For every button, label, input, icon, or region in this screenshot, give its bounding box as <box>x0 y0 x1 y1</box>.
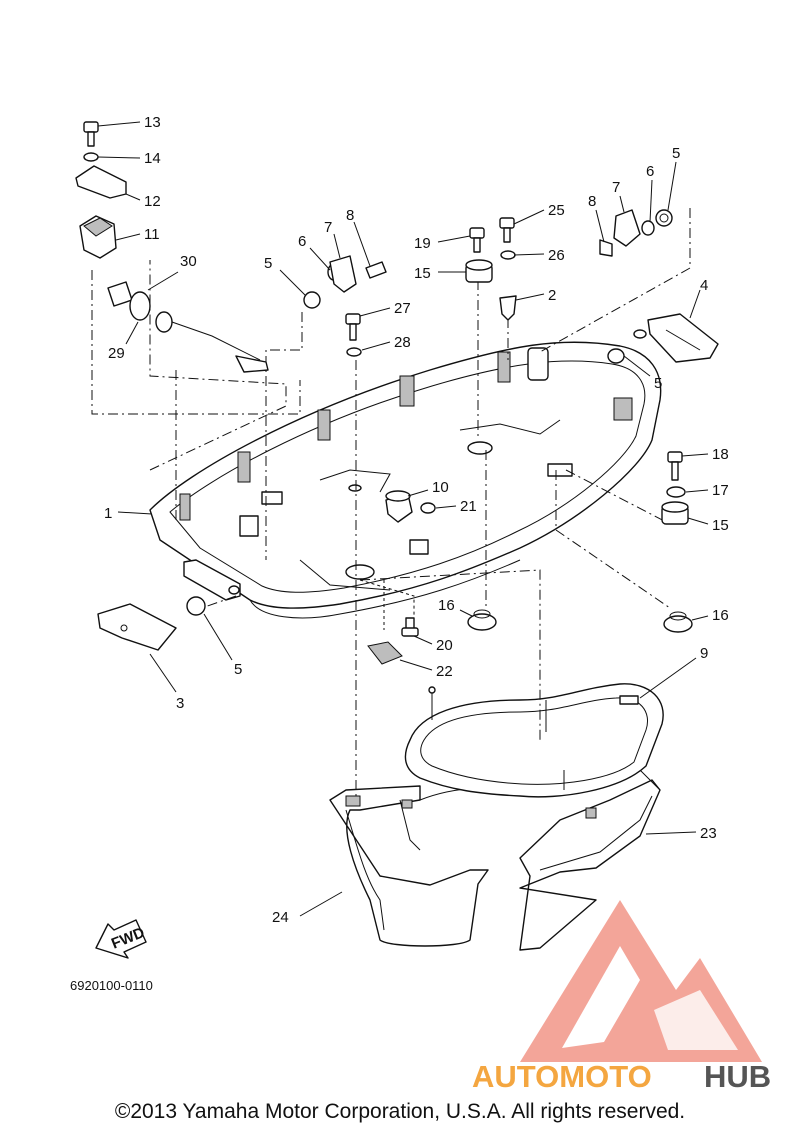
bolt-20 <box>401 617 419 637</box>
callout-6-right: 6 <box>646 163 654 180</box>
callout-10: 10 <box>432 479 449 496</box>
washer-17 <box>666 486 686 498</box>
callout-30: 30 <box>180 253 197 270</box>
collar-15-top <box>465 259 493 283</box>
callout-13: 13 <box>144 114 161 131</box>
callout-15-right: 15 <box>712 517 729 534</box>
bottom-cowling <box>149 341 662 619</box>
screw-assembly-30 <box>107 281 269 373</box>
bolt-27 <box>345 313 361 341</box>
callout-27: 27 <box>394 300 411 317</box>
washer-14 <box>83 152 99 162</box>
callout-21: 21 <box>460 498 477 515</box>
apron-lower <box>329 785 489 947</box>
callout-12: 12 <box>144 193 161 210</box>
fitting-2 <box>499 295 517 321</box>
leader-lines <box>97 121 709 917</box>
front-bracket <box>183 559 241 601</box>
seal-frame <box>404 683 664 798</box>
callout-15-top: 15 <box>414 265 431 282</box>
callout-5-topright: 5 <box>672 145 680 162</box>
drawing-code: 6920100-0110 <box>70 978 153 993</box>
washer-28 <box>346 347 362 357</box>
callout-26: 26 <box>548 247 565 264</box>
grommet-5-topright <box>655 209 673 227</box>
copyright-footer: ©2013 Yamaha Motor Corporation, U.S.A. A… <box>114 1100 686 1123</box>
watermark-text: AUTOMOTO HUB <box>472 1059 771 1094</box>
fwd-arrow-icon: FWD <box>95 919 147 959</box>
lever-4 <box>633 313 719 363</box>
callout-24: 24 <box>272 909 289 926</box>
callout-3: 3 <box>176 695 184 712</box>
washer-26 <box>500 250 516 260</box>
callout-8-right: 8 <box>588 193 596 210</box>
watermark-logo <box>520 900 762 1062</box>
callout-5-bottom: 5 <box>234 661 242 678</box>
callout-2: 2 <box>548 287 556 304</box>
callout-9: 9 <box>700 645 708 662</box>
callout-5-right: 5 <box>654 375 662 392</box>
callout-8-left: 8 <box>346 207 354 224</box>
callout-14: 14 <box>144 150 161 167</box>
callout-28: 28 <box>394 334 411 351</box>
grommet-16-left <box>467 609 497 631</box>
watermark-brand-part2: HUB <box>704 1059 771 1094</box>
clamp-12 <box>75 165 127 199</box>
callout-22: 22 <box>436 663 453 680</box>
callout-17: 17 <box>712 482 729 499</box>
grommet-5-right <box>607 348 625 364</box>
pad-22 <box>367 641 403 665</box>
callout-23: 23 <box>700 825 717 842</box>
bolt-8-left <box>365 261 387 279</box>
callout-numbers: 13 14 12 11 30 29 5 6 7 8 19 15 25 26 2 … <box>104 114 729 926</box>
callout-19: 19 <box>414 235 431 252</box>
grommet-5-bottom <box>186 596 206 616</box>
callout-20: 20 <box>436 637 453 654</box>
collar-15-right <box>661 501 689 525</box>
grommet-16-right <box>663 611 693 633</box>
block-3 <box>97 603 177 651</box>
bolt-19 <box>469 227 485 253</box>
callout-4: 4 <box>700 277 708 294</box>
callout-11: 11 <box>144 226 160 243</box>
cap-21 <box>420 502 436 514</box>
screw-25 <box>499 217 515 243</box>
grommet-11 <box>79 215 117 259</box>
bolt-13 <box>83 121 99 147</box>
washer-6-right <box>641 220 655 236</box>
bolt-18 <box>667 451 683 481</box>
callout-7-left: 7 <box>324 219 332 236</box>
callout-25: 25 <box>548 202 565 219</box>
plug-10 <box>385 490 413 523</box>
callout-16-right: 16 <box>712 607 729 624</box>
callout-6-left: 6 <box>298 233 306 250</box>
bracket-7-left <box>329 255 357 293</box>
callout-16-left: 16 <box>438 597 455 614</box>
callout-1: 1 <box>104 505 112 522</box>
callout-7-right: 7 <box>612 179 620 196</box>
callout-18: 18 <box>712 446 729 463</box>
assembly-lines <box>91 208 691 796</box>
bracket-7-right <box>613 209 641 247</box>
watermark-brand-part1: AUTOMOTO <box>472 1059 652 1094</box>
callout-5-top: 5 <box>264 255 272 272</box>
grommet-5-top <box>303 291 321 309</box>
bolt-8-right <box>599 239 613 257</box>
callout-29: 29 <box>108 345 125 362</box>
